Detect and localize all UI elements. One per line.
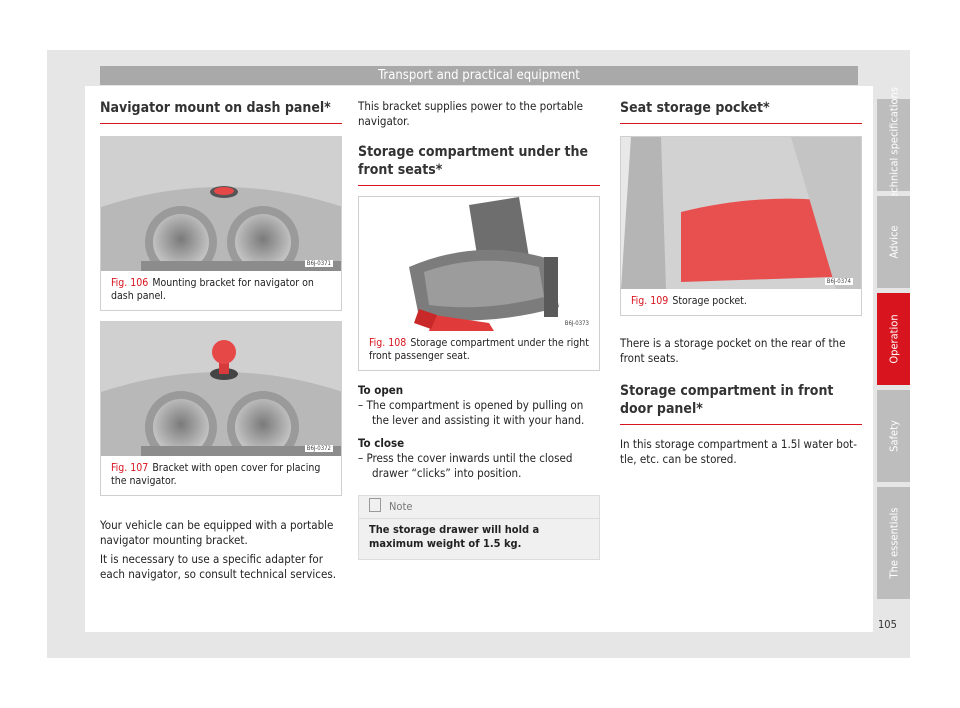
seat-pocket-image: B6J-0374 bbox=[621, 137, 861, 289]
note-text: The storage drawer will hold a maximum w… bbox=[369, 523, 540, 550]
section-title-door-panel: Storage compartment in front door panel* bbox=[620, 382, 862, 425]
figure-number: Fig. 107 bbox=[111, 462, 149, 474]
caption-text: Bracket with open cover for placing the … bbox=[111, 462, 321, 487]
section-title-under-seat: Storage compartment under the front seat… bbox=[358, 143, 600, 186]
tab-the-essentials[interactable]: The essentials bbox=[877, 487, 910, 599]
paragraph: There is a storage pocket on the rear of… bbox=[620, 336, 846, 365]
seat-compartment-image: B6J-0373 bbox=[359, 197, 599, 331]
section-title-seat-pocket: Seat storage pocket* bbox=[620, 99, 862, 124]
to-open-heading: To open bbox=[358, 383, 404, 397]
tab-advice[interactable]: Advice bbox=[877, 196, 910, 288]
figure-code: B6J-0373 bbox=[562, 320, 591, 327]
paragraph: It is necessary to use a specific adapte… bbox=[100, 552, 337, 581]
open-bracket-image: B6J-0372 bbox=[101, 322, 341, 456]
note-header: Note bbox=[359, 496, 599, 519]
dash-panel-image: B6J-0371 bbox=[101, 137, 341, 271]
paragraph: This bracket supplies power to the porta… bbox=[358, 99, 583, 128]
caption-text: Storage compartment under the right fron… bbox=[369, 337, 589, 362]
figure-code: B6J-0371 bbox=[304, 260, 333, 267]
figure-code: B6J-0372 bbox=[304, 445, 333, 452]
column-2: This bracket supplies power to the porta… bbox=[358, 86, 600, 560]
caption-text: Mounting bracket for navigator on dash p… bbox=[111, 277, 314, 302]
paragraph: In this storage compartment a 1.5l water… bbox=[620, 437, 857, 466]
note-box: Note The storage drawer will hold a maxi… bbox=[358, 495, 600, 560]
tab-safety[interactable]: Safety bbox=[877, 390, 910, 482]
page-number: 105 bbox=[878, 618, 897, 631]
tab-technical-specifications[interactable]: Technical specifications bbox=[877, 87, 910, 203]
to-close-heading: To close bbox=[358, 436, 405, 450]
figure-code: B6J-0374 bbox=[824, 278, 853, 285]
note-icon bbox=[369, 498, 381, 512]
list-item: – Press the cover inwards until the clos… bbox=[358, 451, 573, 480]
page-content: Navigator mount on dash panel* bbox=[85, 86, 873, 632]
column-1: Navigator mount on dash panel* bbox=[100, 86, 342, 582]
tab-operation[interactable]: Operation bbox=[877, 293, 910, 385]
running-header: Transport and practical equipment bbox=[100, 66, 858, 85]
caption-text: Storage pocket. bbox=[672, 295, 747, 307]
figure-number: Fig. 109 bbox=[631, 295, 669, 307]
figure-number: Fig. 106 bbox=[111, 277, 149, 289]
section-title-navigator: Navigator mount on dash panel* bbox=[100, 99, 342, 124]
figure-number: Fig. 108 bbox=[369, 337, 407, 349]
list-item: – The compartment is opened by pulling o… bbox=[358, 398, 585, 427]
paragraph: Your vehicle can be equipped with a port… bbox=[100, 518, 334, 547]
note-label: Note bbox=[389, 500, 413, 513]
